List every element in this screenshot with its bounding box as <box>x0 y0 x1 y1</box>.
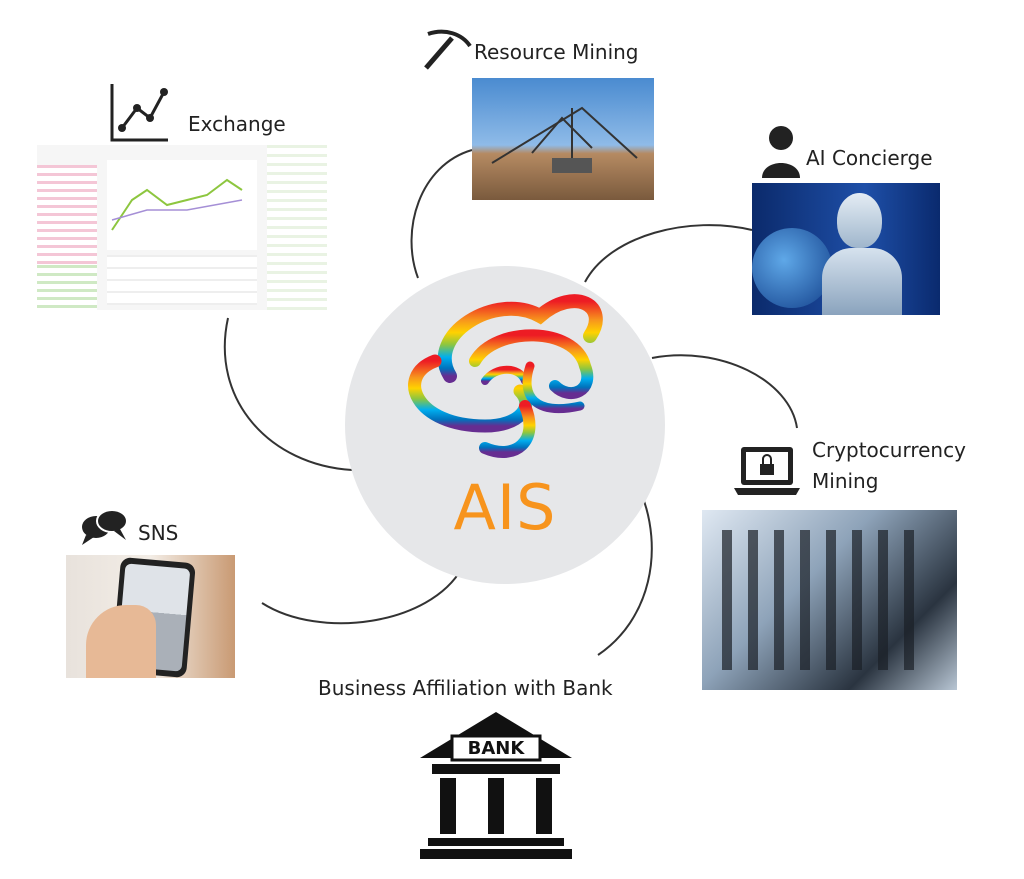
sns-smartphone-image <box>66 555 235 678</box>
ai-concierge-label: AI Concierge <box>806 146 933 170</box>
exchange-label: Exchange <box>188 112 286 136</box>
exchange-screenshot-image <box>37 145 327 310</box>
crypto-mining-image <box>702 510 957 690</box>
connector-sns <box>261 567 463 625</box>
bank-label: Business Affiliation with Bank <box>318 676 613 700</box>
resource-mining-label: Resource Mining <box>474 40 639 64</box>
center-circle: AIS <box>345 266 665 584</box>
ai-concierge-image <box>752 183 940 315</box>
connector-exchange <box>223 317 353 471</box>
sns-label: SNS <box>138 521 179 545</box>
ais-swirl-logo <box>408 294 603 458</box>
connector-bank <box>597 489 653 656</box>
resource-mining-image <box>472 78 654 200</box>
crypto-mining-label-line1: Cryptocurrency <box>812 438 966 462</box>
connector-ai-concierge <box>584 224 753 283</box>
connector-resource-mining <box>410 149 473 279</box>
ais-brand-text: AIS <box>453 471 557 544</box>
connector-crypto-mining <box>651 354 798 429</box>
bank-sign-text: BANK <box>467 738 525 759</box>
crypto-mining-label-line2: Mining <box>812 469 879 493</box>
